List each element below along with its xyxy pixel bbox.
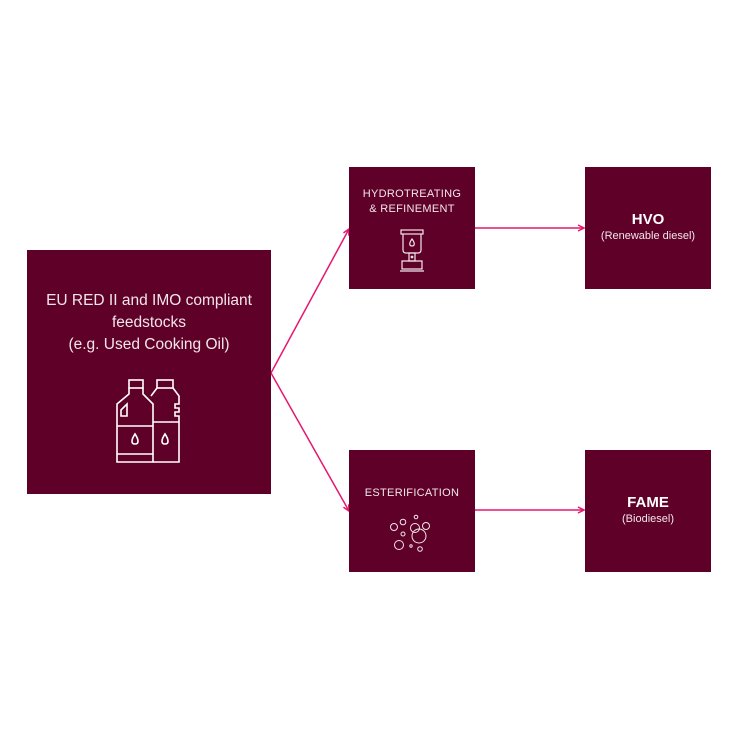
output-subtitle: (Biodiesel) [622,513,674,525]
feedstock-line: feedstocks [111,314,187,331]
bubbles-icon [390,514,430,552]
oil-bottles-icon [116,379,180,463]
process-label: HYDROTREATING & REFINEMENT [349,187,475,217]
output-subtitle: (Renewable diesel) [600,230,696,242]
output-box-fame: FAME (Biodiesel) [585,450,711,572]
output-title: FAME [627,494,669,511]
output-title: HVO [631,211,665,228]
feedstock-label: EU RED II and IMO compliant feedstocks (… [27,290,271,356]
output-label: HVO (Renewable diesel) [585,211,711,244]
output-label: FAME (Biodiesel) [585,494,711,527]
process-box-hydrotreating: HYDROTREATING & REFINEMENT [349,167,475,289]
output-box-hvo: HVO (Renewable diesel) [585,167,711,289]
lantern-icon [400,229,424,272]
feedstock-line: EU RED II and IMO compliant [46,292,252,309]
process-box-esterification: ESTERIFICATION [349,450,475,572]
arrow-feed-to-hydro [270,229,349,374]
feedstock-box: EU RED II and IMO compliant feedstocks (… [27,250,271,494]
process-line: HYDROTREATING [362,188,462,200]
arrow-feed-to-ester [270,372,349,511]
process-label: ESTERIFICATION [349,486,475,501]
process-line: ESTERIFICATION [364,487,460,499]
process-line: & REFINEMENT [369,203,455,215]
feedstock-line: (e.g. Used Cooking Oil) [68,336,230,353]
